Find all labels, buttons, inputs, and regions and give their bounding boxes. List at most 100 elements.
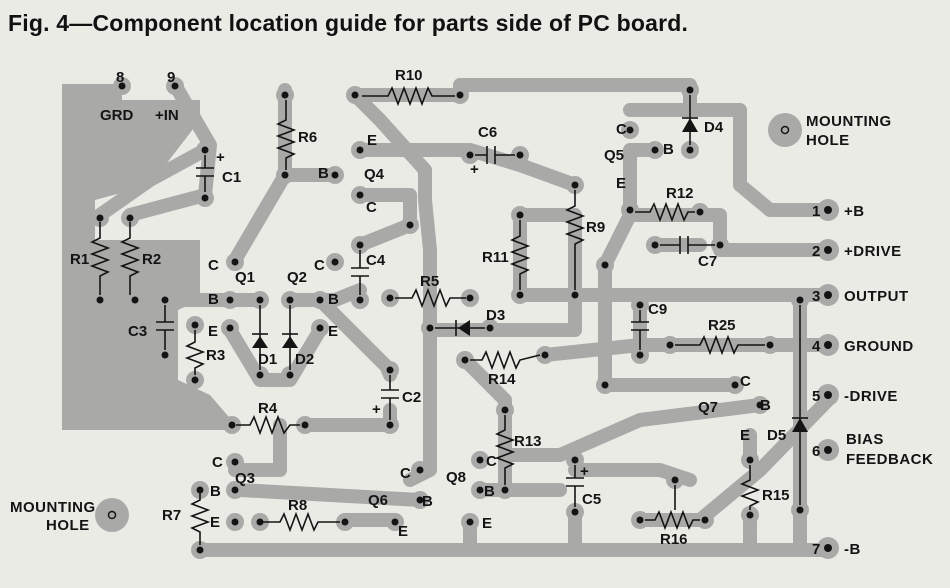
label-c2: C2 <box>402 389 421 406</box>
label-terminal-6-name-2: FEEDBACK <box>846 451 933 468</box>
label-terminal-3-name: OUTPUT <box>844 288 909 305</box>
label-c-q1: C <box>208 257 219 274</box>
label-r3: R3 <box>206 347 225 364</box>
label-r16: R16 <box>660 531 688 548</box>
label-e-q5: E <box>616 175 626 192</box>
label-pin-8: 8 <box>116 69 124 86</box>
label-c-q4: C <box>366 199 377 216</box>
lead-holes <box>96 82 832 554</box>
label-e-q3: E <box>210 514 220 531</box>
resistor-r3 <box>184 330 206 375</box>
label-pin-9: 9 <box>167 69 175 86</box>
capacitor-c3 <box>156 305 174 350</box>
label-c-q5: C <box>616 121 627 138</box>
label-grd: GRD <box>100 107 134 124</box>
label-c3: C3 <box>128 323 147 340</box>
label-q6: Q6 <box>368 492 388 509</box>
diode-d2 <box>282 305 298 370</box>
label-r7: R7 <box>162 507 181 524</box>
label-c2-plus: + <box>372 401 381 418</box>
resistor-r15 <box>739 465 761 510</box>
label-r8: R8 <box>288 497 307 514</box>
label-e-q6: E <box>398 523 408 540</box>
label-c5-plus: + <box>580 463 589 480</box>
capacitor-c6 <box>475 146 515 164</box>
label-b-q3: B <box>210 483 221 500</box>
diode-d1 <box>252 305 268 370</box>
label-terminal-5: 5 <box>812 388 821 405</box>
diode-d3 <box>435 320 485 336</box>
label-r4: R4 <box>258 400 278 417</box>
label-terminal-2: 2 <box>812 243 821 260</box>
label-terminal-4-name: GROUND <box>844 338 914 355</box>
resistor-r7 <box>189 490 211 545</box>
diode-d5 <box>792 305 808 505</box>
label-terminal-7-name: -B <box>844 541 861 558</box>
resistor-r16 <box>645 485 700 531</box>
label-q4: Q4 <box>364 166 385 183</box>
component-symbols <box>89 85 808 545</box>
label-r25: R25 <box>708 317 736 334</box>
label-b-q4: B <box>318 165 329 182</box>
label-r14: R14 <box>488 371 516 388</box>
label-d1: D1 <box>258 351 277 368</box>
label-r12: R12 <box>666 185 694 202</box>
label-q5: Q5 <box>604 147 624 164</box>
label-terminal-6-name-1: BIAS <box>846 431 884 448</box>
resistor-r12 <box>635 201 695 223</box>
label-mounting-hole-bottom-1: MOUNTING <box>10 499 96 516</box>
capacitor-c4 <box>351 250 369 295</box>
ground-plane <box>62 84 240 430</box>
resistor-r11 <box>509 220 531 290</box>
label-b-q8: B <box>484 483 495 500</box>
label-c5: C5 <box>582 491 601 508</box>
capacitor-c9 <box>631 310 649 350</box>
label-e-q2: E <box>328 323 338 340</box>
label-r13: R13 <box>514 433 542 450</box>
label-c-q7: C <box>740 373 751 390</box>
label-q7: Q7 <box>698 399 718 416</box>
resistor-r13 <box>494 415 516 485</box>
label-b-q2: B <box>328 291 339 308</box>
label-r10: R10 <box>395 67 423 84</box>
label-q3: Q3 <box>235 470 255 487</box>
label-e-q1: E <box>208 323 218 340</box>
label-q2: Q2 <box>287 269 307 286</box>
label-d4: D4 <box>704 119 724 136</box>
label-terminal-6: 6 <box>812 443 821 460</box>
capacitor-c7 <box>660 236 715 254</box>
label-c6: C6 <box>478 124 497 141</box>
label-d2: D2 <box>295 351 314 368</box>
label-c6-plus: + <box>470 161 479 178</box>
resistor-r9 <box>564 190 586 290</box>
figure-caption: Fig. 4—Component location guide for part… <box>8 10 689 36</box>
label-c4: C4 <box>366 252 386 269</box>
label-plus-in: +IN <box>155 107 179 124</box>
capacitor-c5 <box>566 465 584 507</box>
label-c-q2: C <box>314 257 325 274</box>
resistor-r25 <box>675 334 765 356</box>
label-terminal-1-name: +B <box>844 203 865 220</box>
label-r1: R1 <box>70 251 89 268</box>
resistor-r5 <box>395 287 466 309</box>
resistor-r10 <box>362 85 455 107</box>
label-terminal-2-name: +DRIVE <box>844 243 902 260</box>
label-e-q4: E <box>367 132 377 149</box>
label-c-q6: C <box>400 465 411 482</box>
label-b-q7: B <box>760 397 771 414</box>
label-r5: R5 <box>420 273 439 290</box>
label-r2: R2 <box>142 251 161 268</box>
label-r6: R6 <box>298 129 317 146</box>
label-d3: D3 <box>486 307 505 324</box>
resistor-r8 <box>262 511 340 533</box>
label-d5: D5 <box>767 427 786 444</box>
label-mounting-hole-top-2: HOLE <box>806 132 850 149</box>
resistor-r1 <box>89 222 111 295</box>
capacitor-c2 <box>381 375 399 420</box>
label-r15: R15 <box>762 487 790 504</box>
component-labels: 8 9 GRD +IN R6 C1 + R1 R2 C3 R3 C Q1 B E… <box>10 67 933 558</box>
label-terminal-1: 1 <box>812 203 821 220</box>
resistor-r14 <box>470 349 541 371</box>
label-r9: R9 <box>586 219 605 236</box>
